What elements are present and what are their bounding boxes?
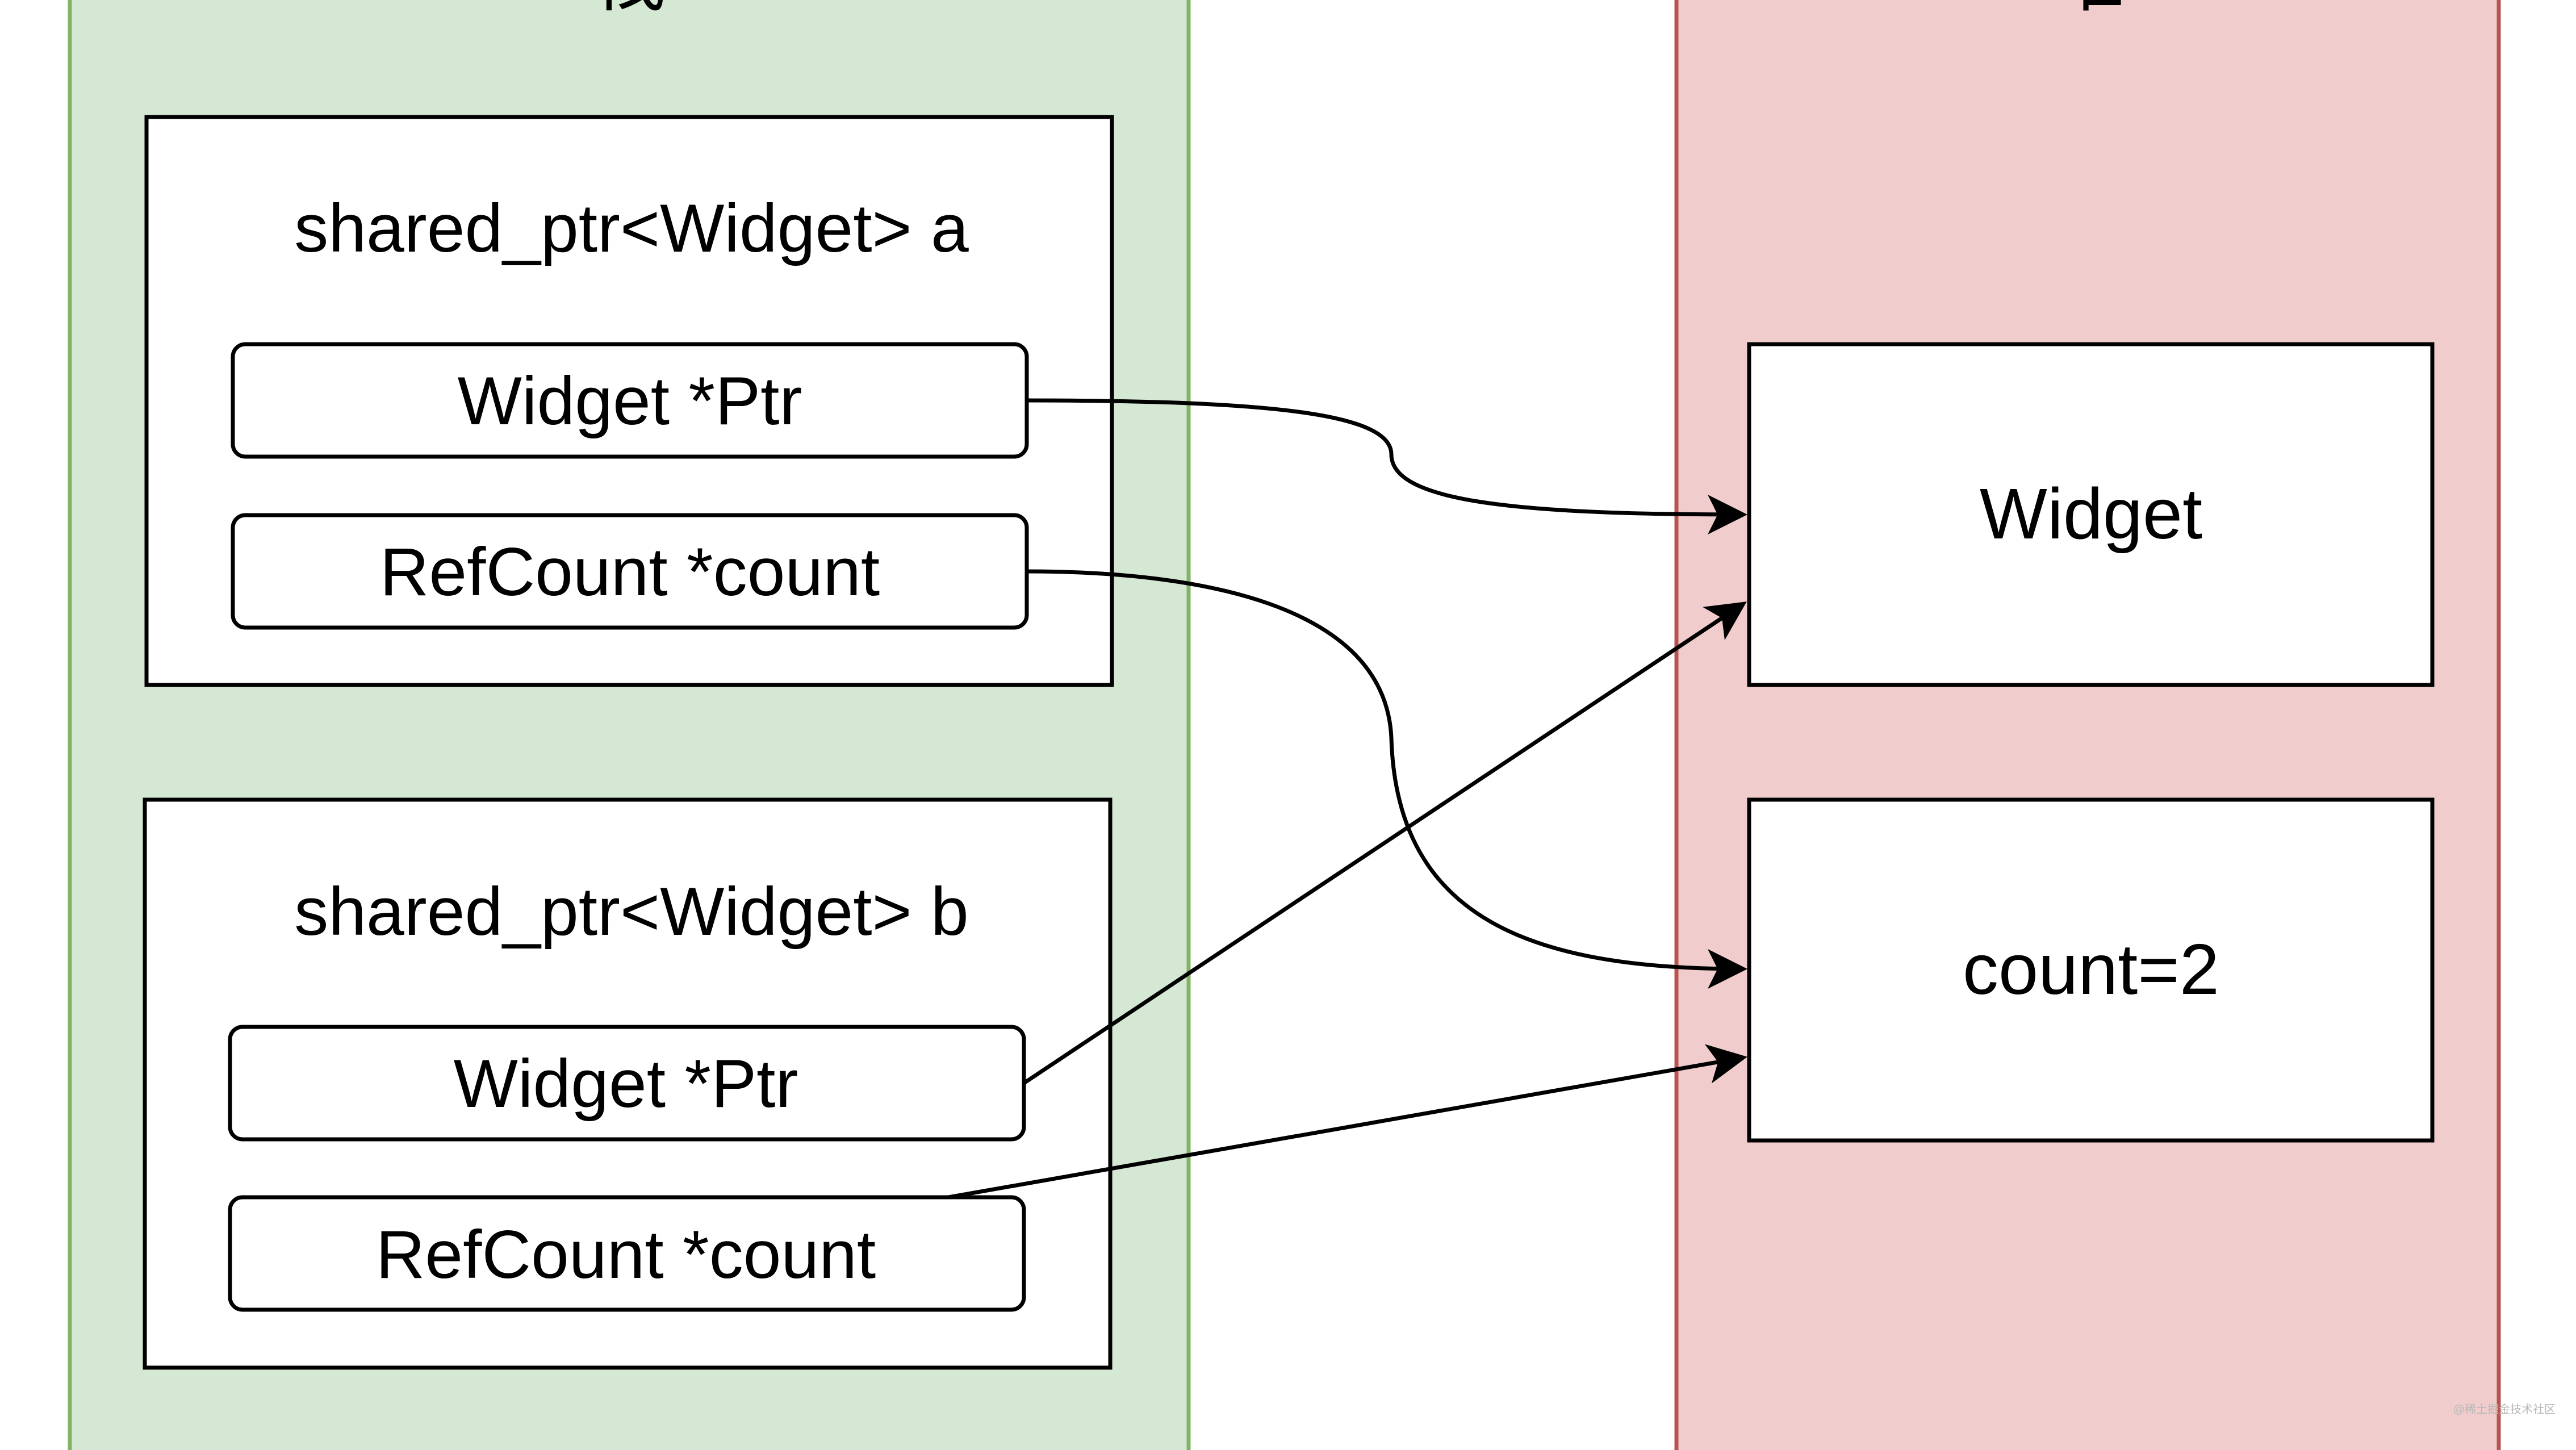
shared-ptr-a-count-label: RefCount *count — [380, 534, 880, 610]
heap-region-label: 堆 — [2051, 0, 2125, 20]
heap-widget-object: Widget — [1747, 342, 2435, 687]
shared-ptr-a: shared_ptr<Widget> a Widget *Ptr RefCoun… — [144, 115, 1114, 687]
arrow-b-count-to-count — [948, 1044, 1747, 1200]
pointer-arrows — [948, 398, 1747, 1200]
heap-count-object: count=2 — [1747, 797, 2435, 1143]
arrow-b-ptr-to-widget — [1023, 601, 1747, 1085]
watermark: @稀土掘金技术社区 — [2453, 1403, 2556, 1416]
shared-ptr-b-count-label: RefCount *count — [376, 1217, 876, 1293]
heap-region-background — [1674, 0, 2501, 1450]
heap-region: 堆 — [1674, 0, 2501, 1450]
heap-widget-box — [1747, 342, 2435, 687]
shared-ptr-a-ptr-label: Widget *Ptr — [458, 363, 802, 439]
heap-widget-label: Widget — [1980, 474, 2202, 554]
heap-count-label: count=2 — [1963, 929, 2219, 1009]
stack-region-label: 栈 — [592, 0, 666, 20]
shared-ptr-b-ptr-label: Widget *Ptr — [454, 1046, 798, 1122]
arrow-a-ptr-to-widget — [1026, 398, 1747, 534]
arrow-a-count-to-count — [1026, 569, 1747, 989]
heap-count-box — [1747, 797, 2435, 1143]
shared-ptr-a-title: shared_ptr<Widget> a — [294, 190, 969, 266]
shared-ptr-b-title: shared_ptr<Widget> b — [294, 874, 968, 950]
shared-ptr-b: shared_ptr<Widget> b Widget *Ptr RefCoun… — [143, 797, 1113, 1370]
shared-ptr-b-count-field — [228, 1195, 1026, 1312]
